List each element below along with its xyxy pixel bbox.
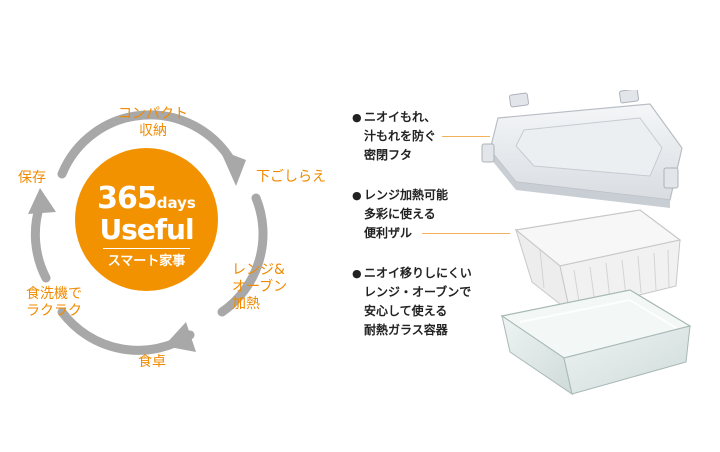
center-divider (103, 248, 190, 249)
lid-graphic (481, 90, 683, 208)
arrow-arc-left (30, 200, 51, 283)
feature-glass-container: ●ニオイ移りしにくい レンジ・オーブンで 安心して使える 耐熱ガラス容器 (352, 266, 472, 337)
leader-line-strainer (422, 233, 510, 234)
arrowhead-top-right (220, 150, 246, 186)
arrowhead-left (28, 188, 56, 214)
glass-container-graphic (500, 289, 692, 396)
cycle-arrows (28, 110, 268, 355)
cycle-step-table: 食卓 (138, 354, 166, 370)
feature-lid: ●ニオイもれ、 汁もれを防ぐ 密閉フタ (352, 110, 437, 162)
cycle-step-compact: コンパクト 収納 (118, 106, 188, 139)
strainer-graphic (514, 209, 682, 314)
center-word: Useful (99, 213, 194, 246)
cycle-step-prep: 下ごしらえ (256, 169, 326, 185)
bullet-icon: ● (352, 189, 362, 202)
cycle-step-dishwasher: 食洗機で ラクラク (26, 286, 82, 319)
arrowhead-bottom (164, 322, 196, 352)
bullet-icon: ● (352, 267, 362, 280)
product-illustration (481, 90, 692, 396)
feature-strainer: ●レンジ加熱可能 多彩に使える 便利ザル (352, 188, 449, 240)
cycle-step-heating: レンジ& オーブン 加熱 (232, 262, 288, 312)
cycle-step-storage: 保存 (18, 170, 46, 186)
leader-line-lid (442, 136, 490, 137)
arrow-arc-right (217, 193, 268, 317)
bullet-icon: ● (352, 111, 362, 124)
center-badge: 365days Useful スマート家事 (75, 148, 218, 291)
arrow-arc-top (57, 110, 237, 179)
center-number: 365days (97, 181, 196, 216)
center-tagline: スマート家事 (107, 254, 186, 269)
